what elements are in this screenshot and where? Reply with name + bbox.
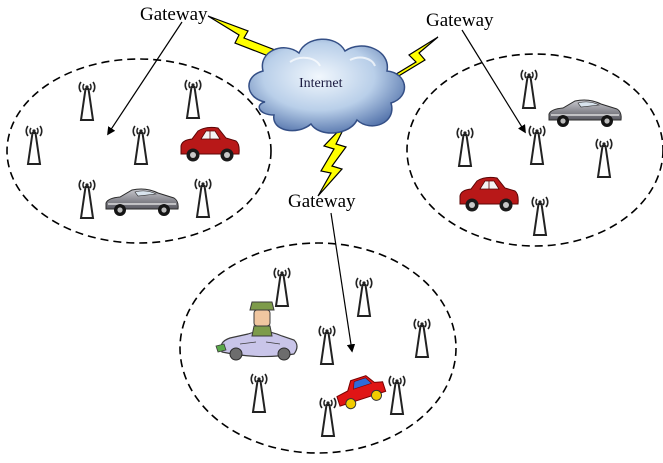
antenna-icon <box>388 375 406 415</box>
internet-cloud <box>248 38 406 134</box>
network-region-left <box>6 58 272 244</box>
cartoon-driver-car-icon <box>215 301 298 361</box>
antenna-icon <box>528 125 546 165</box>
antenna-icon <box>520 69 538 109</box>
antenna-icon <box>318 325 336 365</box>
antenna-icon <box>78 179 96 219</box>
internet-cloud-label: Internet <box>299 76 343 91</box>
antenna-icon <box>78 81 96 121</box>
grey-sports-car-icon <box>105 188 179 217</box>
gateway-label-middle: Gateway <box>288 191 356 212</box>
network-region-bottom <box>179 242 457 454</box>
antenna-icon <box>319 397 337 437</box>
gateway-label-top-left: Gateway <box>140 4 208 25</box>
antenna-icon <box>250 373 268 413</box>
network-region-right <box>406 53 663 247</box>
grey-sports-car-icon <box>548 99 622 128</box>
antenna-icon <box>25 125 43 165</box>
lightning-bolt-bottom <box>317 121 348 197</box>
red-car-icon <box>180 126 240 162</box>
antenna-icon <box>413 318 431 358</box>
antenna-icon <box>595 138 613 178</box>
antenna-icon <box>194 178 212 218</box>
antenna-icon <box>184 79 202 119</box>
antenna-icon <box>355 277 373 317</box>
gateway-arrow-top-left <box>107 21 183 136</box>
antenna-icon <box>132 125 150 165</box>
antenna-icon <box>531 196 549 236</box>
gateway-label-top-right: Gateway <box>426 10 494 31</box>
antenna-icon <box>456 127 474 167</box>
gateway-arrow-middle <box>330 212 356 353</box>
red-toy-car-icon <box>336 375 387 410</box>
antenna-icon <box>273 267 291 307</box>
gateway-arrow-top-right <box>461 29 526 134</box>
red-car-icon <box>459 176 519 212</box>
